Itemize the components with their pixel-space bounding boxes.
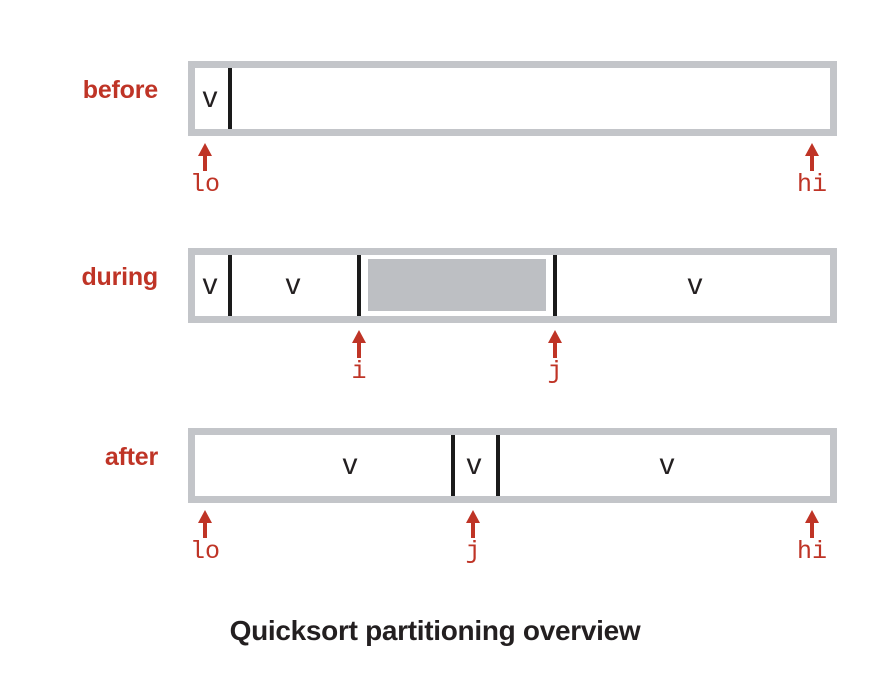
- stage-label-during: during: [81, 263, 158, 291]
- array-bar-before: [188, 61, 837, 136]
- pointer-before-lo: lo: [188, 141, 222, 197]
- figure-caption: Quicksort partitioning overview: [229, 615, 641, 646]
- cell-value-after-0: v: [342, 448, 358, 481]
- cell-divider-during-2: [357, 255, 361, 316]
- cell-value-before-0: v: [202, 81, 218, 114]
- cell-divider-after-2: [496, 435, 500, 496]
- pointer-label-lo: lo: [189, 537, 220, 566]
- cell-divider-before-1: [228, 68, 232, 129]
- pointer-before-hi: hi: [795, 141, 829, 197]
- pointer-label-hi: hi: [796, 170, 827, 199]
- cell-value-after-1: v: [466, 448, 482, 481]
- pointer-label-hi: hi: [796, 537, 827, 566]
- cell-value-during-3: v: [687, 268, 703, 301]
- arrow-up-icon: [198, 143, 212, 171]
- pointer-during-j: j: [538, 328, 572, 384]
- array-bar-after: [188, 428, 837, 503]
- pointer-label-j: j: [465, 537, 481, 566]
- arrow-up-icon: [548, 330, 562, 358]
- pointer-during-i: i: [342, 328, 376, 384]
- arrow-up-icon: [352, 330, 366, 358]
- cell-value-during-0: v: [202, 268, 218, 301]
- cell-divider-during-3: [553, 255, 557, 316]
- unexamined-region-block: [368, 259, 546, 311]
- arrow-up-icon: [466, 510, 480, 538]
- cell-divider-after-1: [451, 435, 455, 496]
- pointer-label-lo: lo: [189, 170, 220, 199]
- stage-label-before: before: [82, 76, 158, 104]
- arrow-up-icon: [805, 143, 819, 171]
- pointer-label-i: i: [351, 357, 367, 386]
- cell-divider-during-1: [228, 255, 232, 316]
- cell-value-during-1: v: [285, 268, 301, 301]
- stage-label-after: after: [104, 443, 158, 471]
- pointer-after-j: j: [456, 508, 490, 564]
- arrow-up-icon: [805, 510, 819, 538]
- pointer-after-lo: lo: [188, 508, 222, 564]
- pointer-after-hi: hi: [795, 508, 829, 564]
- cell-value-after-2: v: [659, 448, 675, 481]
- arrow-up-icon: [198, 510, 212, 538]
- pointer-label-j: j: [547, 357, 563, 386]
